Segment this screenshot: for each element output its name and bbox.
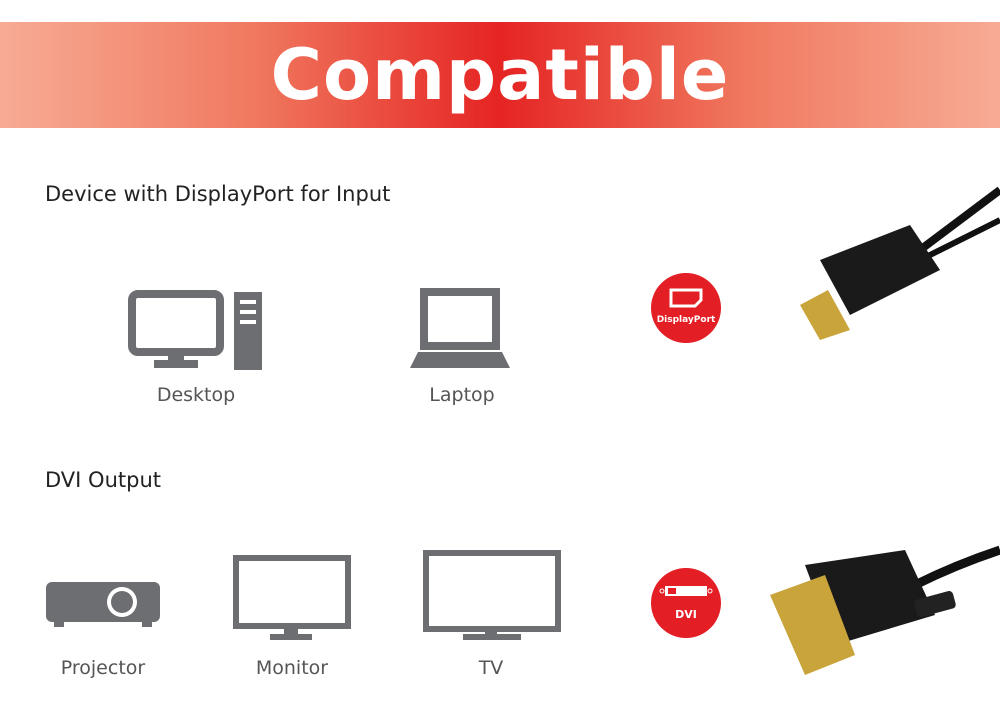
- section-heading-displayport: Device with DisplayPort for Input: [45, 182, 391, 206]
- dvi-badge-label: DVI: [675, 608, 697, 621]
- laptop-icon: [410, 288, 510, 368]
- desktop-icon: [128, 290, 262, 370]
- device-label-projector: Projector: [60, 657, 146, 679]
- monitor-icon: [233, 555, 351, 640]
- projector-icon: [46, 582, 160, 627]
- tv-icon: [423, 550, 561, 640]
- displayport-port-icon: [669, 288, 703, 308]
- dvi-cable-image: [770, 545, 1000, 675]
- device-label-desktop: Desktop: [156, 384, 236, 406]
- device-label-monitor: Monitor: [255, 657, 329, 679]
- displayport-badge: DisplayPort: [651, 273, 721, 343]
- displayport-cable-image: [800, 186, 1000, 340]
- banner-title: Compatible: [270, 34, 730, 116]
- device-label-laptop: Laptop: [429, 384, 495, 406]
- section-heading-dvi: DVI Output: [45, 468, 161, 492]
- displayport-badge-label: DisplayPort: [656, 315, 716, 325]
- dvi-port-icon: [659, 586, 713, 596]
- dvi-badge: DVI: [651, 568, 721, 638]
- device-label-tv: TV: [478, 657, 504, 679]
- title-banner: Compatible: [0, 22, 1000, 128]
